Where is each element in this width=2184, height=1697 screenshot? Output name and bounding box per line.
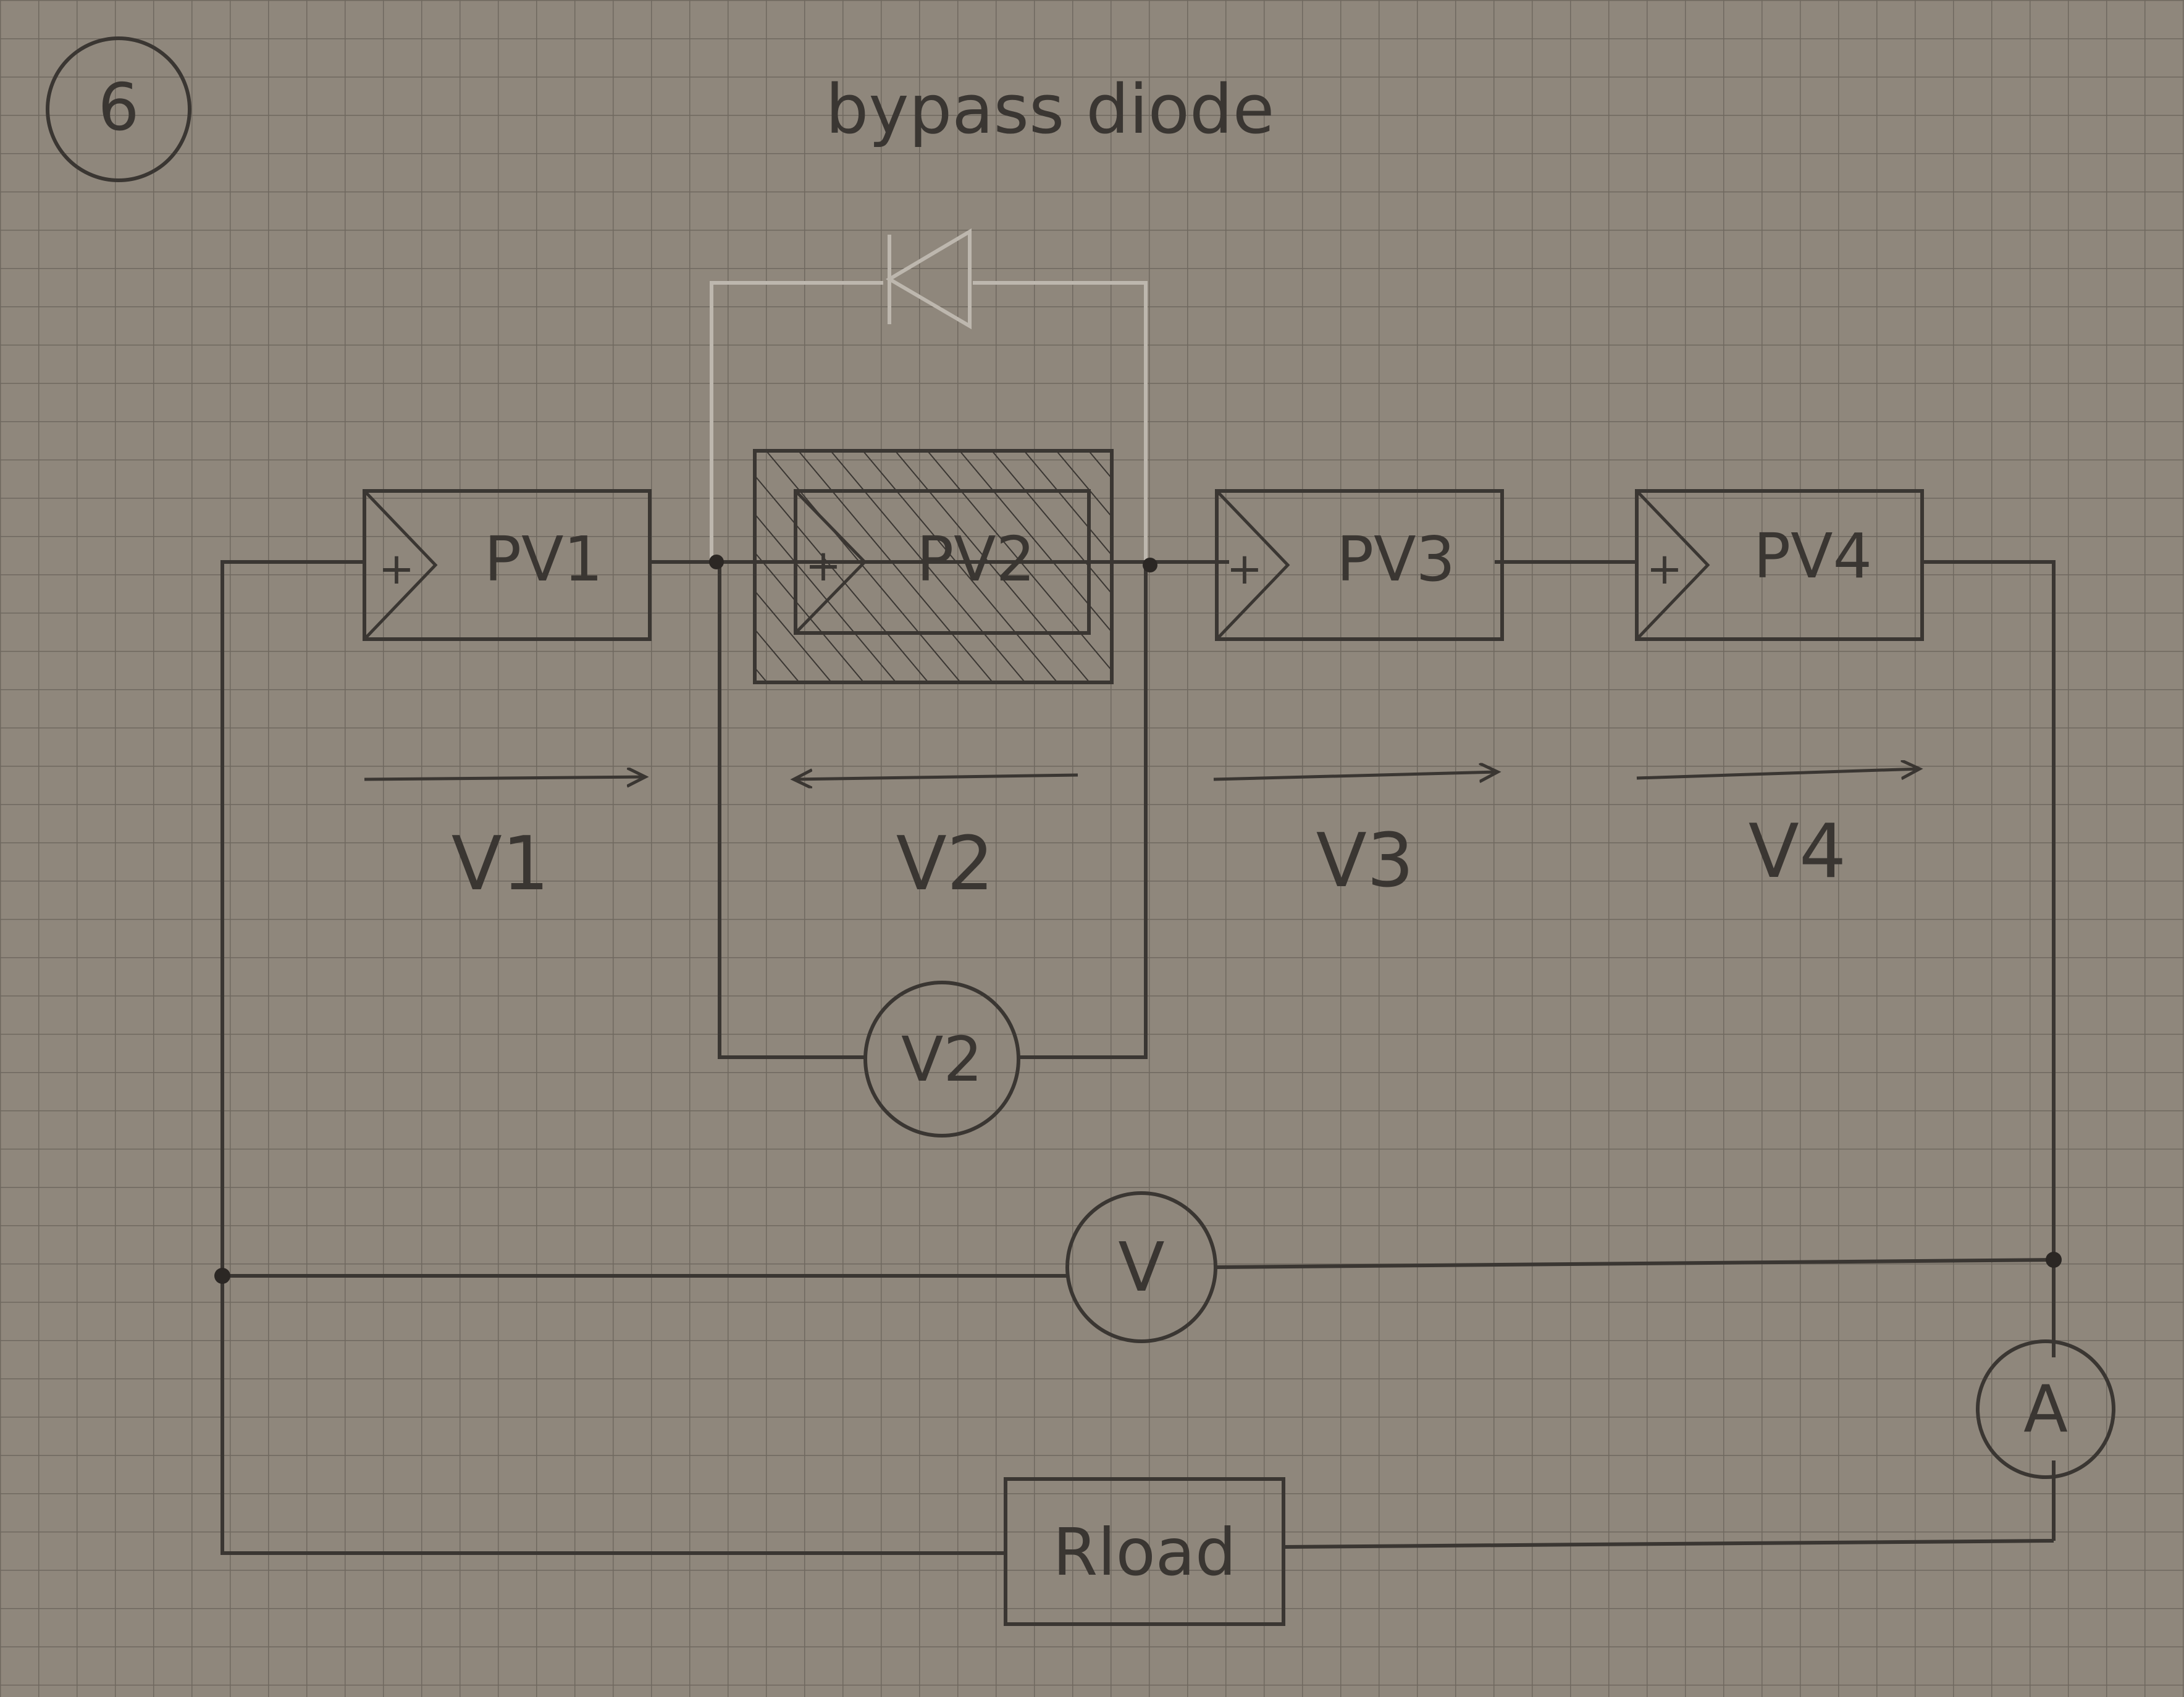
pv2-voltmeter: V2 [863,981,1020,1138]
page-number-circle [46,36,191,182]
pv-module-1-polarity: + [379,543,415,594]
voltage-label-v3: V3 [1316,818,1414,904]
ammeter-label: A [2023,1372,2068,1447]
pv-module-4: + PV4 [1635,489,1924,641]
node-dots [214,555,2062,1284]
string-voltmeter-label: V [1118,1228,1164,1307]
load-resistor: Rload [1004,1477,1285,1626]
pv-module-3-label: PV3 [1337,523,1455,595]
pv-module-2: + PV2 [753,449,1114,684]
diagram-title: bypass diode [826,70,1275,149]
ammeter: A [1976,1339,2115,1479]
pv-module-2-label: PV2 [917,523,1035,595]
voltage-label-v1: V1 [452,821,549,907]
pv-module-4-polarity: + [1647,543,1683,594]
string-voltmeter: V [1065,1191,1217,1343]
pv-module-3: + PV3 [1215,489,1504,641]
load-resistor-label: Rload [1052,1515,1236,1590]
page-number: 6 [98,70,140,145]
arrow-v3 [1213,772,1498,779]
pv-module-3-polarity: + [1227,543,1263,594]
arrow-v2 [794,775,1078,779]
voltage-label-v2: V2 [896,821,994,907]
pv-module-1: + PV1 [363,489,652,641]
voltage-label-v4: V4 [1749,809,1846,895]
voltage-arrows [364,769,1920,779]
pv2-voltmeter-label: V2 [901,1023,983,1096]
pv-module-2-polarity: + [805,540,842,591]
string-wiring [220,560,2056,1555]
arrow-v1 [364,777,645,779]
arrow-v4 [1636,769,1920,778]
pv-module-4-label: PV4 [1754,520,1872,592]
bypass-diode-icon [886,228,972,330]
pv-module-1-label: PV1 [484,523,603,595]
bypass-diode-branch [710,228,1148,562]
